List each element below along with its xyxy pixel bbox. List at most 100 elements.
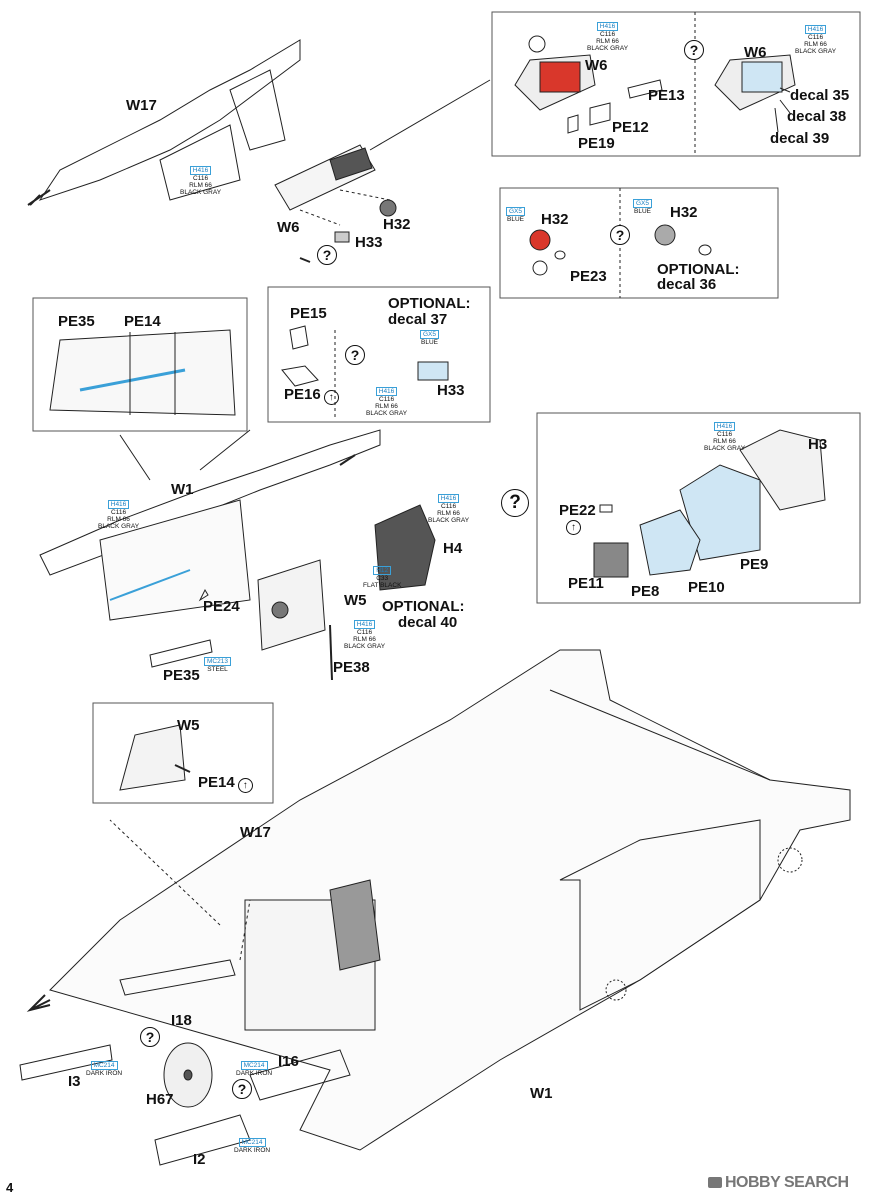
watermark-text: HOBBY SEARCH bbox=[725, 1174, 849, 1191]
label-i16: I16 bbox=[278, 1053, 299, 1070]
label-decal39: decal 39 bbox=[770, 130, 830, 147]
paint-l2: BLACK GRAY bbox=[366, 410, 408, 417]
paint-c: C116 bbox=[808, 34, 824, 41]
paint-code: MC214 bbox=[90, 1061, 118, 1070]
question-icon: ? bbox=[345, 345, 365, 365]
paint-l2: BLACK GRAY bbox=[428, 517, 470, 524]
paint-callout-h416: H416 C116 RLM 66 BLACK GRAY bbox=[428, 494, 469, 524]
watermark: HOBBY SEARCH bbox=[708, 1174, 849, 1192]
label-optional1: OPTIONAL: bbox=[657, 261, 740, 278]
label-pe38: PE38 bbox=[333, 659, 370, 676]
paint-code: H416 bbox=[713, 422, 736, 431]
label-pe16: PE16↑ bbox=[284, 387, 339, 405]
arrow-up-icon: ↑ bbox=[237, 778, 253, 793]
label-pe15: PE15 bbox=[290, 305, 327, 322]
paint-callout-h416: H416 C116 RLM 66 BLACK GRAY bbox=[180, 166, 221, 196]
paint-code: GX5 bbox=[506, 207, 526, 216]
label-h33: H33 bbox=[355, 234, 383, 251]
pe14-text: PE14 bbox=[198, 774, 235, 791]
question-icon: ? bbox=[140, 1027, 160, 1047]
paint-code: MC213 bbox=[204, 657, 231, 666]
arrow-up-icon: ↑ bbox=[566, 520, 581, 535]
label-w6-inset2: W6 bbox=[744, 44, 767, 61]
paint-c: C116 bbox=[441, 503, 457, 510]
paint-l1: RLM 66 bbox=[353, 636, 376, 643]
paint-l1: RLM 66 bbox=[804, 41, 827, 48]
paint-callout-mc214: MC214 DARK IRON bbox=[86, 1061, 122, 1077]
label-w17-bottom: W17 bbox=[240, 824, 271, 841]
paint-name: BLUE bbox=[634, 208, 651, 215]
paint-callout-h416: H416 C116 RLM 66 BLACK GRAY bbox=[98, 500, 139, 530]
paint-l2: BLACK GRAY bbox=[98, 523, 140, 530]
label-decal37: decal 37 bbox=[388, 311, 448, 328]
paint-code: H416 bbox=[596, 22, 619, 31]
paint-callout-h416: H416 C116 RLM 66 BLACK GRAY bbox=[704, 422, 745, 452]
label-pe9: PE9 bbox=[740, 556, 769, 573]
paint-c: C116 bbox=[600, 31, 616, 38]
label-h4: H4 bbox=[443, 540, 463, 557]
label-h67: H67 bbox=[146, 1091, 174, 1108]
paint-callout-mc214: MC214 DARK IRON bbox=[234, 1138, 270, 1154]
paint-l1: RLM 66 bbox=[713, 438, 736, 445]
label-h32-inset1: H32 bbox=[541, 211, 569, 228]
paint-name: DARK IRON bbox=[234, 1147, 271, 1154]
label-i2: I2 bbox=[193, 1151, 206, 1168]
paint-callout-gx5: GX5 BLUE bbox=[420, 330, 440, 346]
question-icon: ? bbox=[317, 245, 337, 265]
label-h32-inset2: H32 bbox=[670, 204, 698, 221]
label-pe14-inset: PE14↑ bbox=[198, 775, 253, 793]
label-w6-main: W6 bbox=[277, 219, 300, 236]
label-pe22: PE22 bbox=[559, 502, 596, 519]
label-w17-top: W17 bbox=[126, 97, 157, 114]
label-pe24: PE24 bbox=[203, 598, 240, 615]
paint-l2: BLACK GRAY bbox=[587, 45, 629, 52]
label-i18: I18 bbox=[171, 1012, 192, 1029]
label-pe12: PE12 bbox=[612, 119, 649, 136]
paint-name: DARK IRON bbox=[236, 1070, 273, 1077]
paint-code: GX5 bbox=[420, 330, 440, 339]
label-decal35: decal 35 bbox=[790, 87, 850, 104]
paint-code: GX5 bbox=[633, 199, 653, 208]
paint-name: BLUE bbox=[421, 339, 438, 346]
paint-code: H416 bbox=[804, 25, 827, 34]
paint-callout-h12: H12 C33 FLAT BLACK bbox=[363, 566, 401, 589]
label-decal38: decal 38 bbox=[787, 108, 847, 125]
question-icon: ? bbox=[610, 225, 630, 245]
paint-l1: RLM 66 bbox=[107, 516, 130, 523]
label-optional2: OPTIONAL: bbox=[388, 295, 471, 312]
pe16-text: PE16 bbox=[284, 386, 321, 403]
paint-l2: BLACK GRAY bbox=[344, 643, 386, 650]
paint-c: C33 bbox=[376, 575, 389, 582]
page-number: 4 bbox=[6, 1180, 14, 1195]
paint-callout-gx5: GX5 BLUE bbox=[506, 207, 526, 223]
label-pe35: PE35 bbox=[163, 667, 200, 684]
paint-c: C116 bbox=[193, 175, 209, 182]
paint-callout-h416: H416 C116 RLM 66 BLACK GRAY bbox=[795, 25, 836, 55]
paint-callout-mc213: MC213 STEEL bbox=[204, 657, 231, 673]
paint-callout-h416: H416 C116 RLM 66 BLACK GRAY bbox=[366, 387, 407, 417]
question-icon: ? bbox=[684, 40, 704, 60]
paint-l1: RLM 66 bbox=[437, 510, 460, 517]
label-pe14-detail: PE14 bbox=[124, 313, 161, 330]
label-w1-bottom: W1 bbox=[530, 1085, 553, 1102]
label-pe8: PE8 bbox=[631, 583, 660, 600]
paint-l1: RLM 66 bbox=[375, 403, 398, 410]
paint-code: H416 bbox=[189, 166, 212, 175]
paint-l1: RLM 66 bbox=[596, 38, 619, 45]
paint-c: C116 bbox=[379, 396, 395, 403]
paint-code: H416 bbox=[375, 387, 398, 396]
label-h32-main: H32 bbox=[383, 216, 411, 233]
paint-c: C116 bbox=[717, 431, 733, 438]
label-w6-inset1: W6 bbox=[585, 57, 608, 74]
paint-callout-mc214: MC214 DARK IRON bbox=[236, 1061, 272, 1077]
paint-code: H12 bbox=[373, 566, 392, 575]
paint-name: FLAT BLACK bbox=[363, 582, 402, 589]
paint-callout-h416: H416 C116 RLM 66 BLACK GRAY bbox=[587, 22, 628, 52]
paint-name: BLUE bbox=[507, 216, 524, 223]
label-pe11: PE11 bbox=[568, 575, 604, 592]
label-pe19: PE19 bbox=[578, 135, 615, 152]
paint-name: DARK IRON bbox=[86, 1070, 123, 1077]
paint-l1: RLM 66 bbox=[189, 182, 212, 189]
label-h33-inset: H33 bbox=[437, 382, 465, 399]
